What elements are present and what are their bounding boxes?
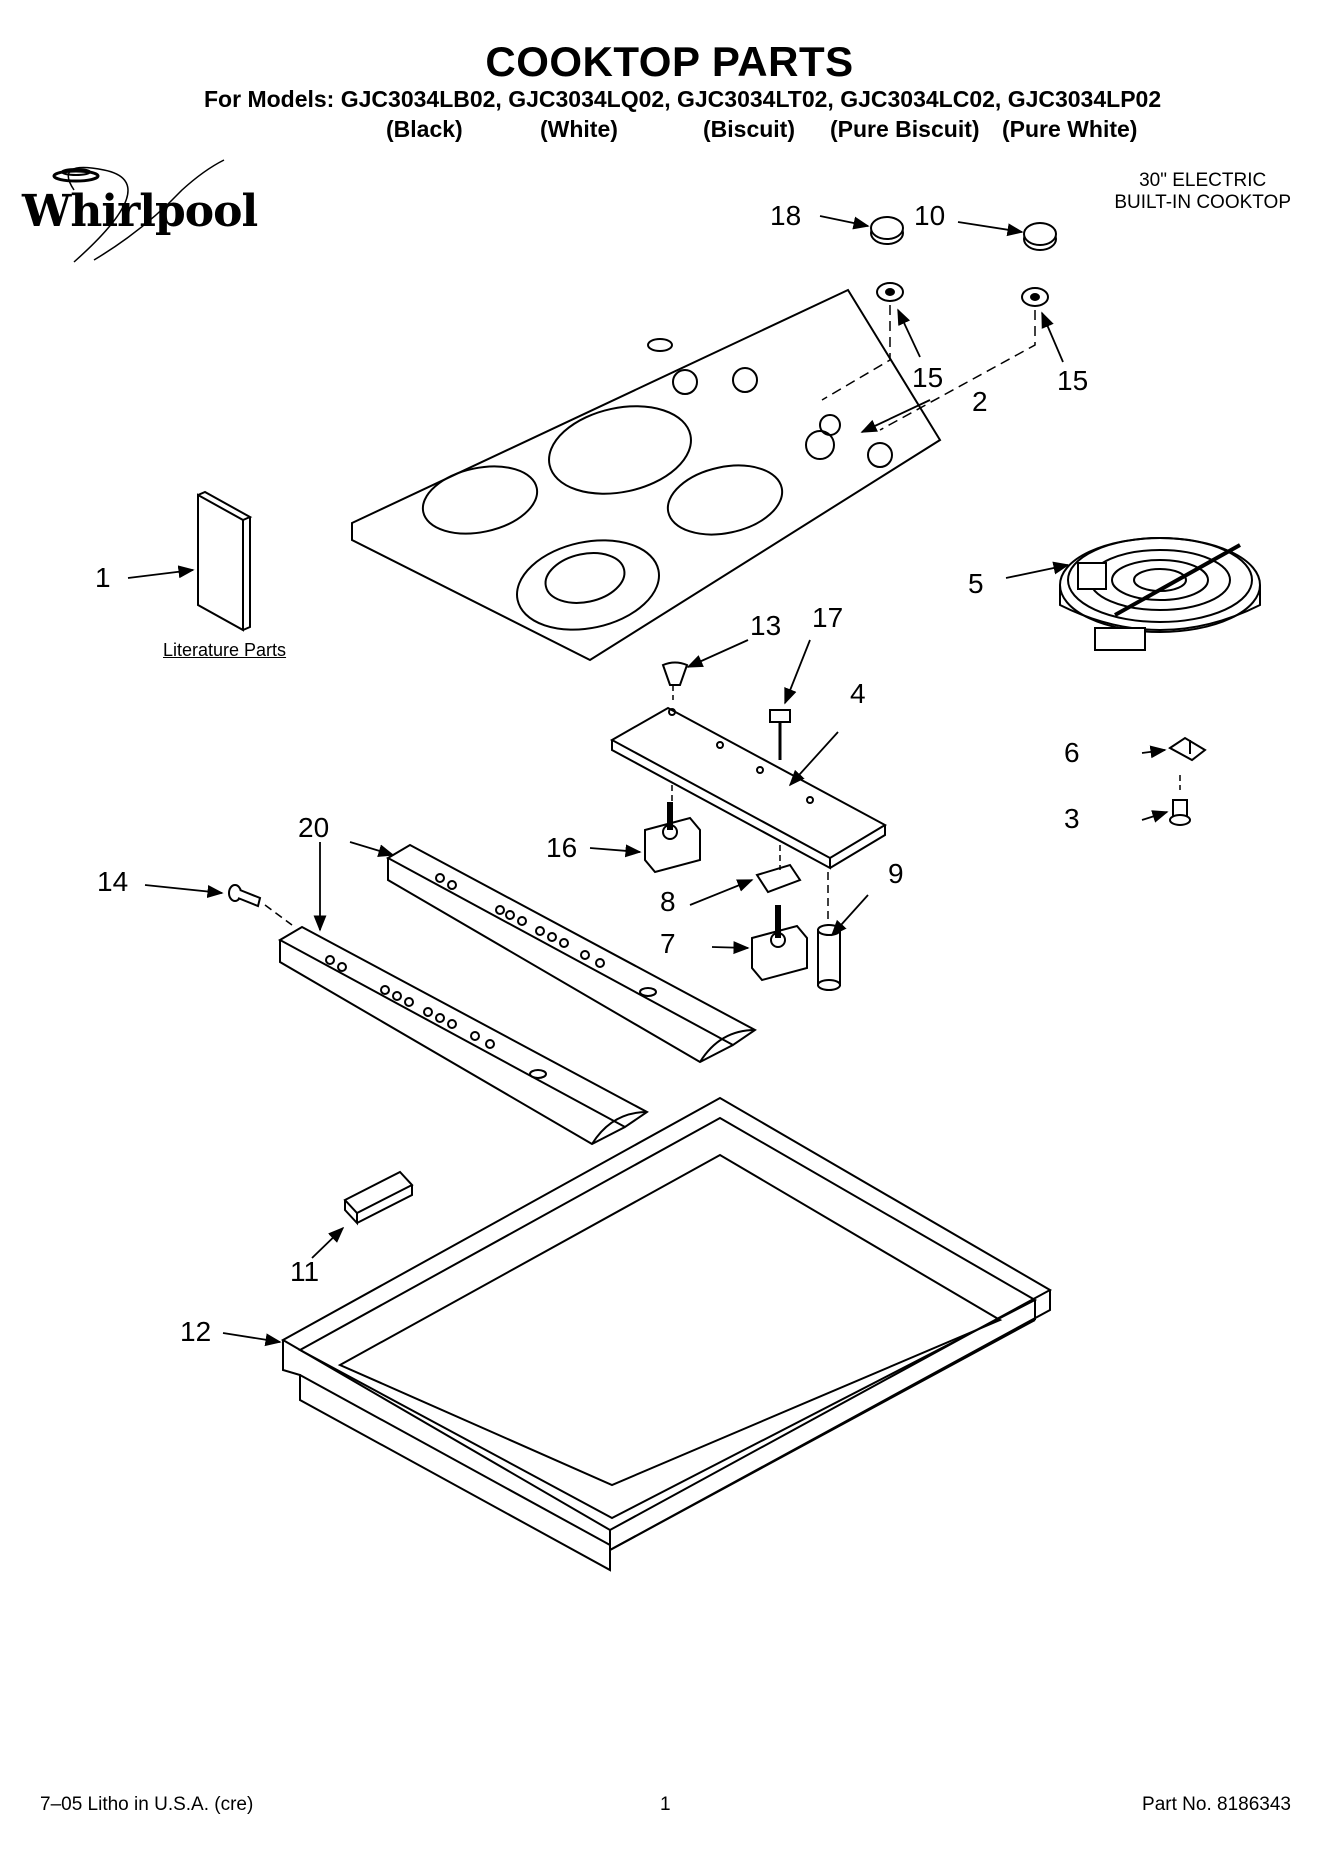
callout-16: 16 xyxy=(546,832,578,863)
control-knob xyxy=(1023,222,1057,246)
literature-parts-label: Literature Parts xyxy=(163,640,287,660)
control-bracket xyxy=(609,706,888,870)
litho-note: 7–05 Litho in U.S.A. (cre) xyxy=(40,1794,254,1815)
infinite-switch xyxy=(751,905,808,982)
callout-10: 10 xyxy=(914,200,946,231)
callout-1: 1 xyxy=(95,562,111,593)
callout-8: 8 xyxy=(660,886,676,917)
callout-5: 5 xyxy=(968,568,984,599)
callout-12: 12 xyxy=(180,1316,212,1347)
model-number: GJC3034LC02, xyxy=(840,86,1002,112)
callout-18: 18 xyxy=(770,200,802,231)
model-number: GJC3034LQ02, xyxy=(508,86,671,112)
models-label: For Models: xyxy=(204,86,335,112)
callout-20: 20 xyxy=(298,812,330,843)
support-rail xyxy=(385,843,757,1064)
product-line-2: BUILT-IN COOKTOP xyxy=(1114,192,1291,213)
callout-13: 13 xyxy=(750,610,782,641)
brand-name: Whirlpool xyxy=(22,186,258,237)
model-color: (Pure White) xyxy=(1002,116,1138,142)
product-description: 30" ELECTRIC BUILT-IN COOKTOP xyxy=(1114,170,1291,214)
callout-15: 15 xyxy=(1057,365,1089,396)
whirlpool-logo-icon xyxy=(52,159,225,263)
page-number: 1 xyxy=(660,1794,671,1815)
support-rail xyxy=(277,925,649,1146)
callout-15: 15 xyxy=(912,362,944,393)
model-color: (Black) xyxy=(386,116,463,142)
model-color: (Biscuit) xyxy=(703,116,795,142)
switch-spacer xyxy=(817,924,841,991)
cooktop-base-pan xyxy=(280,1096,1053,1572)
callout-7: 7 xyxy=(660,928,676,959)
callout-14: 14 xyxy=(97,866,129,897)
radiant-surface-element xyxy=(1059,537,1261,651)
model-number: GJC3034LP02 xyxy=(1007,86,1162,112)
cooktop-glass xyxy=(351,288,942,662)
mounting-bracket xyxy=(343,1170,414,1226)
callout-6: 6 xyxy=(1064,737,1080,768)
page-title: COOKTOP PARTS xyxy=(485,38,854,85)
nylon-plug xyxy=(661,661,689,686)
switch-insulator xyxy=(755,863,802,894)
callout-17: 17 xyxy=(812,602,844,633)
callout-4: 4 xyxy=(850,678,866,709)
colors-line: (Black) (White) (Biscuit) (Pure Biscuit)… xyxy=(0,116,1339,146)
literature-parts xyxy=(197,490,253,632)
product-line-1: 30" ELECTRIC xyxy=(1139,170,1267,191)
callout-2: 2 xyxy=(972,386,988,417)
part-number: Part No. 8186343 xyxy=(1142,1794,1291,1815)
mounting-screw xyxy=(228,884,262,908)
models-line: For Models: GJC3034LB02, GJC3034LQ02, GJ… xyxy=(204,86,1161,113)
callout-3: 3 xyxy=(1064,803,1080,834)
model-color: (Pure Biscuit) xyxy=(830,116,980,142)
mounting-screw xyxy=(769,709,791,723)
screw xyxy=(1169,814,1191,826)
knob-washer xyxy=(1030,293,1040,301)
knob-washer xyxy=(885,288,895,296)
callout-11: 11 xyxy=(290,1256,320,1287)
model-number: GJC3034LT02, xyxy=(676,86,834,112)
infinite-switch xyxy=(644,802,701,874)
model-number: GJC3034LB02, xyxy=(340,86,502,112)
control-knob xyxy=(870,216,904,240)
knob-washer xyxy=(1021,287,1049,307)
model-color: (White) xyxy=(540,116,618,142)
element-clip xyxy=(1168,736,1207,762)
callout-9: 9 xyxy=(888,858,904,889)
knob-washer xyxy=(876,282,904,302)
